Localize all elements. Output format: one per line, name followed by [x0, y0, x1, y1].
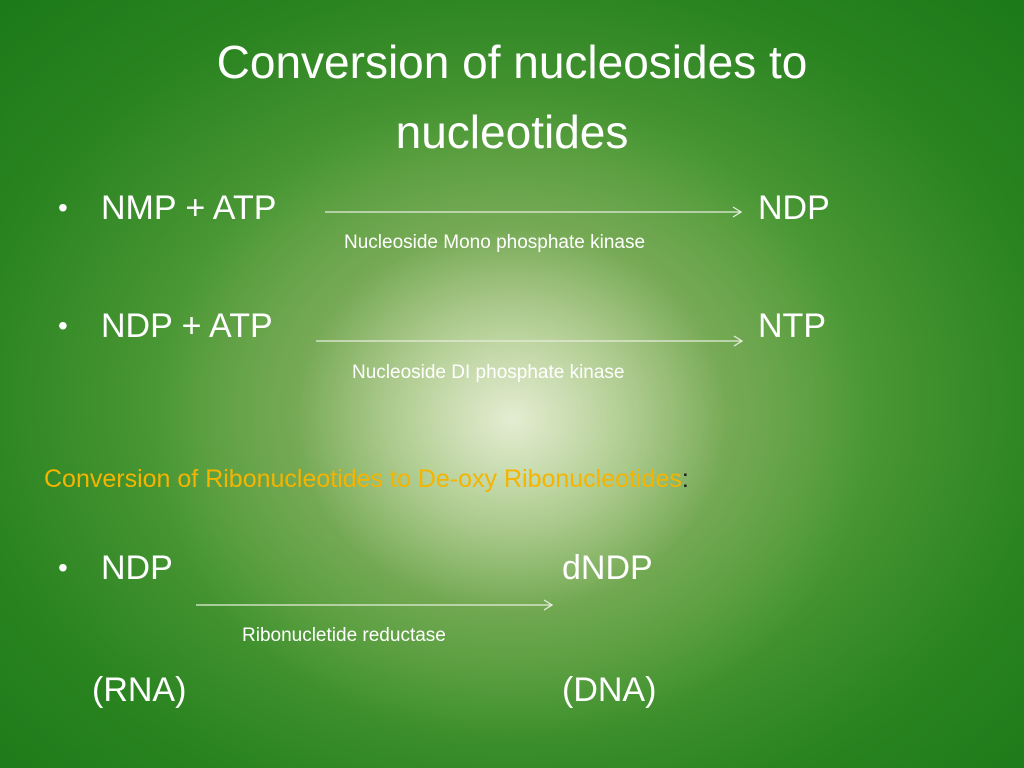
reaction2-reactants: NDP + ATP: [101, 307, 273, 345]
section-heading-colon: :: [681, 465, 689, 493]
reaction2-enzyme: Nucleoside DI phosphate kinase: [352, 362, 625, 383]
reaction3-arrow-icon: [196, 599, 554, 611]
slide-title-line2: nucleotides: [395, 106, 629, 158]
section-heading-text: Conversion of Ribonucleotides to De-oxy …: [44, 465, 682, 493]
reaction3-left-note: (RNA): [92, 671, 187, 709]
bullet-icon: •: [58, 310, 68, 341]
bullet-icon: •: [58, 552, 68, 583]
reaction1-reactants: NMP + ATP: [101, 189, 277, 227]
reaction3-right-note: (DNA): [562, 671, 657, 709]
reaction1-product: NDP: [758, 189, 830, 227]
reaction3-product: dNDP: [562, 549, 653, 587]
reaction1-enzyme: Nucleoside Mono phosphate kinase: [344, 232, 646, 253]
reaction1-arrow-icon: [325, 206, 743, 218]
slide-title-line1: Conversion of nucleosides to: [216, 36, 808, 88]
reaction2-arrow-icon: [316, 335, 744, 347]
reaction2-product: NTP: [758, 307, 826, 345]
section-heading: Conversion of Ribonucleotides to De-oxy …: [44, 463, 689, 495]
reaction3-reactant: NDP: [101, 549, 173, 587]
reaction3-enzyme: Ribonucletide reductase: [242, 625, 446, 646]
bullet-icon: •: [58, 192, 68, 223]
